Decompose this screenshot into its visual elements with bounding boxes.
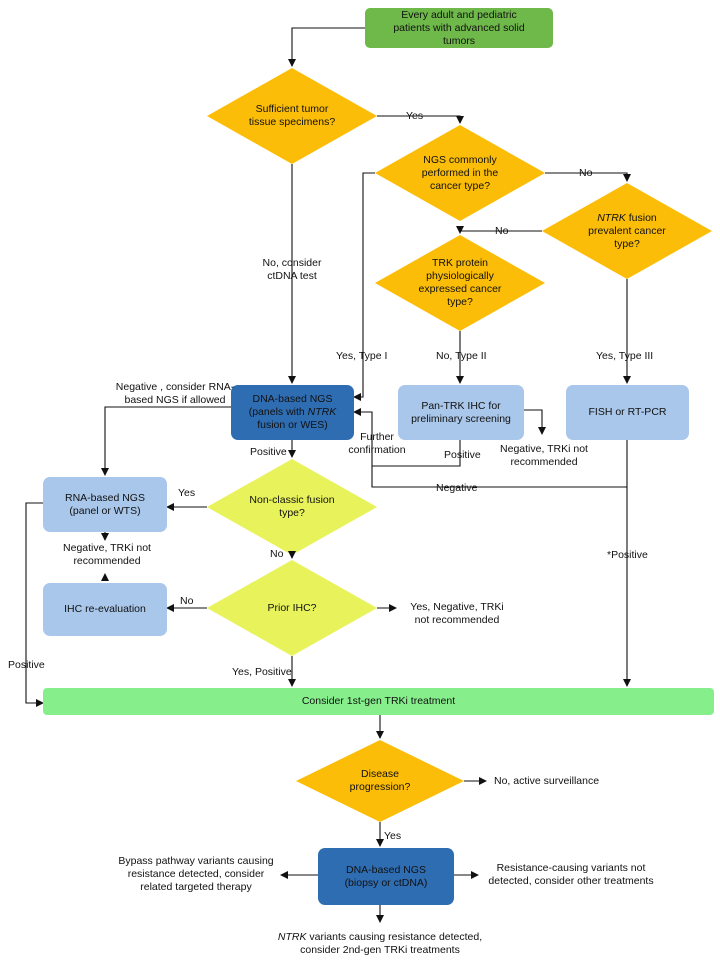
diamond-progression bbox=[296, 740, 464, 822]
outcome-not-detected: Resistance-causing variants not detected… bbox=[488, 862, 654, 887]
label-no-prior-ihc: No bbox=[180, 595, 194, 607]
label-negative-trki-1: Negative, TRKi not recommended bbox=[500, 443, 588, 468]
outcome-ntrk-variants: NTRK variants causing resistance detecte… bbox=[270, 931, 490, 957]
label-no-ngs-common: No bbox=[579, 167, 593, 179]
start-box: Every adult and pediatric patients with … bbox=[365, 8, 553, 48]
label-no-ntrk-prevalent: No bbox=[495, 225, 509, 237]
dna-ngs-box: DNA-based NGS (panels with NTRK fusion o… bbox=[231, 385, 354, 440]
label-star-positive: *Positive bbox=[607, 549, 648, 561]
diamond-prior-ihc bbox=[207, 560, 377, 656]
ntrk-variants-italic: NTRK bbox=[277, 931, 307, 943]
consider-1st-gen-label: Consider 1st-gen TRKi treatment bbox=[301, 695, 456, 707]
ntrk-prevalent-rest: fusion prevalent cancer type? bbox=[588, 211, 666, 250]
diamond-ntrk-prevalent bbox=[542, 183, 712, 279]
fish-label: FISH or RT-PCR bbox=[588, 406, 667, 418]
diamond-nonclassic bbox=[207, 459, 377, 555]
label-yes-type-3: Yes, Type III bbox=[596, 350, 654, 362]
diamond-prior-ihc-text: Prior IHC? bbox=[267, 601, 317, 614]
label-yes-type-1: Yes, Type I bbox=[336, 350, 388, 362]
diamond-progression-text: Disease progression? bbox=[349, 768, 411, 793]
ihc-reeval-label: IHC re-evaluation bbox=[64, 603, 146, 615]
label-positive-pantrk: Positive bbox=[444, 449, 481, 461]
label-negative-consider-rna: Negative , consider RNA-based NGS if all… bbox=[115, 381, 235, 406]
label-negative-trki-2: Negative, TRKi not recommended bbox=[63, 542, 151, 567]
pan-trk-label: Pan-TRK IHC for preliminary screening bbox=[411, 399, 511, 425]
start-label: Every adult and pediatric patients with … bbox=[393, 8, 525, 47]
dna-ngs-italic: NTRK bbox=[307, 406, 337, 418]
diamond-nonclassic-text: Non-classic fusion type? bbox=[249, 494, 335, 519]
label-yes-tissue: Yes bbox=[406, 110, 424, 122]
diamond-ngs-common-text: NGS commonly performed in the cancer typ… bbox=[421, 153, 499, 192]
diamond-tissue bbox=[207, 68, 377, 164]
label-no-consider-ctdna: No, consider ctDNA test bbox=[262, 257, 322, 282]
label-positive-left: Positive bbox=[8, 659, 45, 671]
rna-ngs-label: RNA-based NGS (panel or WTS) bbox=[65, 491, 145, 517]
diamond-trk-protein-text: TRK protein physiologically expressed ca… bbox=[418, 257, 502, 308]
label-positive-dna: Positive bbox=[250, 446, 287, 458]
dna-ngs-pre: DNA-based NGS (panels with bbox=[248, 393, 333, 418]
label-yes-nonclassic: Yes bbox=[178, 487, 196, 499]
dna-ngs-post: fusion or WES) bbox=[257, 419, 328, 431]
rna-ngs-box: RNA-based NGS (panel or WTS) bbox=[43, 477, 167, 532]
label-negative-fish: Negative bbox=[436, 482, 478, 494]
fish-box: FISH or RT-PCR bbox=[566, 385, 689, 440]
diamond-ngs-common bbox=[375, 125, 545, 221]
pan-trk-box: Pan-TRK IHC for preliminary screening bbox=[398, 385, 524, 440]
label-no-nonclassic: No bbox=[270, 548, 284, 560]
label-yes-negative-trki: Yes, Negative, TRKi not recommended bbox=[410, 601, 504, 626]
ntrk-italic: NTRK bbox=[597, 211, 626, 224]
label-no-type-2: No, Type II bbox=[436, 350, 487, 362]
label-no-active-surveillance: No, active surveillance bbox=[494, 775, 600, 787]
ntrk-variants-rest: variants causing resistance detected, co… bbox=[300, 931, 483, 956]
consider-1st-gen-box: Consider 1st-gen TRKi treatment bbox=[43, 688, 714, 715]
diamond-tissue-text: Sufficient tumor tissue specimens? bbox=[248, 103, 336, 128]
label-yes-positive: Yes, Positive bbox=[232, 666, 292, 678]
label-yes-progression: Yes bbox=[384, 830, 402, 842]
diamond-trk-protein bbox=[375, 235, 545, 331]
dna-ngs-biopsy-box: DNA-based NGS (biopsy or ctDNA) bbox=[318, 848, 454, 905]
dna-ngs-biopsy-label: DNA-based NGS (biopsy or ctDNA) bbox=[344, 863, 428, 889]
diamond-ntrk-prevalent-text: NTRK fusion prevalent cancer type? bbox=[582, 209, 672, 253]
outcome-bypass: Bypass pathway variants causing resistan… bbox=[118, 855, 274, 893]
label-further-confirmation: Further confirmation bbox=[348, 431, 406, 456]
ihc-reeval-box: IHC re-evaluation bbox=[43, 583, 167, 636]
